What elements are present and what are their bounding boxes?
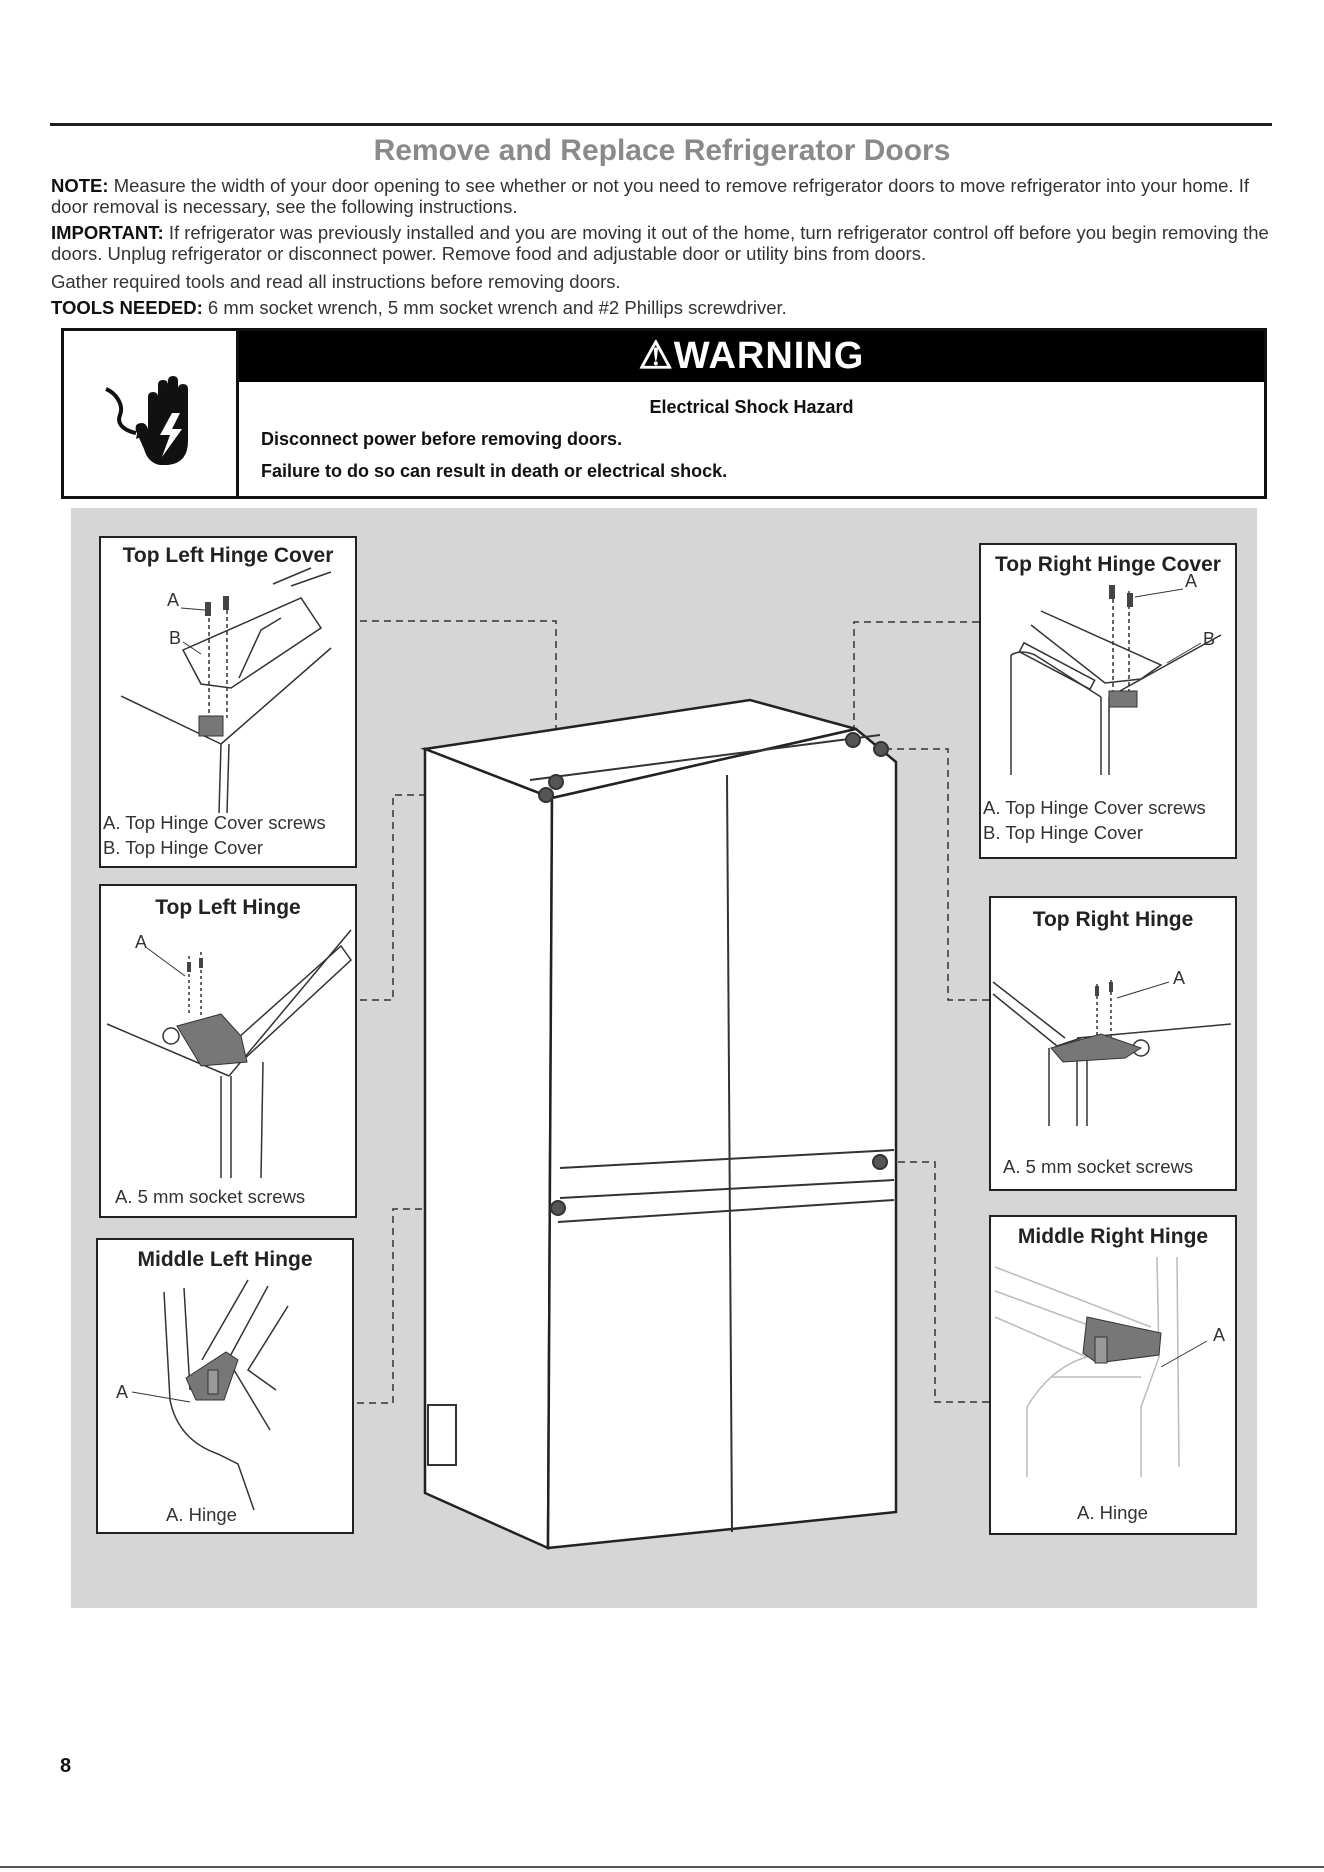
page-number: 8 [60,1755,72,1777]
panel-title: Top Right Hinge Cover [995,553,1221,576]
caption-a: A. 5 mm socket screws [1003,1156,1194,1177]
tools-paragraph: TOOLS NEEDED: 6 mm socket wrench, 5 mm s… [51,297,1273,318]
panel-top-left-hinge-cover: Top Left Hinge Cover A B A. Top Hinge Co… [99,536,357,868]
note-label: NOTE: [51,175,109,196]
panel-title: Top Left Hinge Cover [122,544,334,567]
warning-header: ⚠WARNING [239,331,1264,382]
callout-a: A [1213,1325,1225,1345]
panel-top-right-hinge: Top Right Hinge A A. 5 mm socket screws [989,896,1237,1191]
note-text: Measure the width of your door opening t… [51,175,1249,217]
warning-line-1: Disconnect power before removing doors. [261,429,623,449]
important-text: If refrigerator was previously installed… [51,222,1269,264]
tools-text: 6 mm socket wrench, 5 mm socket wrench a… [202,297,787,318]
important-label: IMPORTANT: [51,222,164,243]
callout-a: A [135,932,147,952]
callout-a: A [1173,968,1185,988]
top-left-hinge-cover-illustration: A B [120,567,332,814]
caption-a: A. Hinge [166,1504,237,1525]
note-paragraph: NOTE: Measure the width of your door ope… [51,175,1273,217]
top-left-hinge-illustration: A [106,929,352,1179]
callout-b: B [169,628,181,648]
caption-b: B. Top Hinge Cover [103,837,264,858]
panel-middle-left-hinge: Middle Left Hinge A A. Hinge [96,1238,354,1534]
refrigerator-body [420,698,898,1550]
panel-title: Top Left Hinge [155,896,301,919]
warning-icon-cell [64,331,239,496]
callout-a: A [1185,571,1197,591]
warning-triangle-icon: ⚠ [638,335,674,377]
callout-a: A [167,590,179,610]
panel-top-right-hinge-cover: Top Right Hinge Cover A B A. Top Hinge C… [979,543,1237,859]
important-paragraph: IMPORTANT: If refrigerator was previousl… [51,222,1273,264]
panel-title: Middle Right Hinge [1017,1225,1209,1248]
warning-header-text: WARNING [673,335,865,377]
bottom-rule [0,1866,1324,1868]
panel-middle-right-hinge: Middle Right Hinge A A. Hinge [989,1215,1237,1535]
middle-right-hinge-illustration: A [994,1256,1225,1477]
hinge-markers [538,732,889,1216]
caption-a: A. Hinge [1077,1502,1148,1523]
caption-a: A. Top Hinge Cover screws [983,797,1206,818]
callout-b: B [1203,629,1215,649]
electrical-shock-hand-icon [105,376,188,465]
panel-top-left-hinge: Top Left Hinge A A. 5 mm socket screws [99,884,357,1218]
middle-left-hinge-illustration: A [116,1279,289,1511]
caption-b: B. Top Hinge Cover [983,822,1144,843]
warning-hazard-title: Electrical Shock Hazard [649,397,854,417]
callout-a: A [116,1382,128,1402]
page-title: Remove and Replace Refrigerator Doors [373,134,951,167]
top-right-hinge-cover-illustration: A B [1010,571,1222,775]
gather-paragraph: Gather required tools and read all instr… [51,271,621,292]
panel-title: Top Right Hinge [1032,908,1194,931]
warning-line-2: Failure to do so can result in death or … [261,461,728,481]
tools-label: TOOLS NEEDED: [51,297,203,318]
caption-a: A. Top Hinge Cover screws [103,812,326,833]
warning-box: ⚠WARNING Electrical Shock Hazard Disconn… [61,328,1267,499]
top-rule [50,123,1272,126]
panel-title: Middle Left Hinge [137,1248,313,1271]
caption-a: A. 5 mm socket screws [115,1186,306,1207]
top-right-hinge-illustration: A [992,968,1232,1126]
